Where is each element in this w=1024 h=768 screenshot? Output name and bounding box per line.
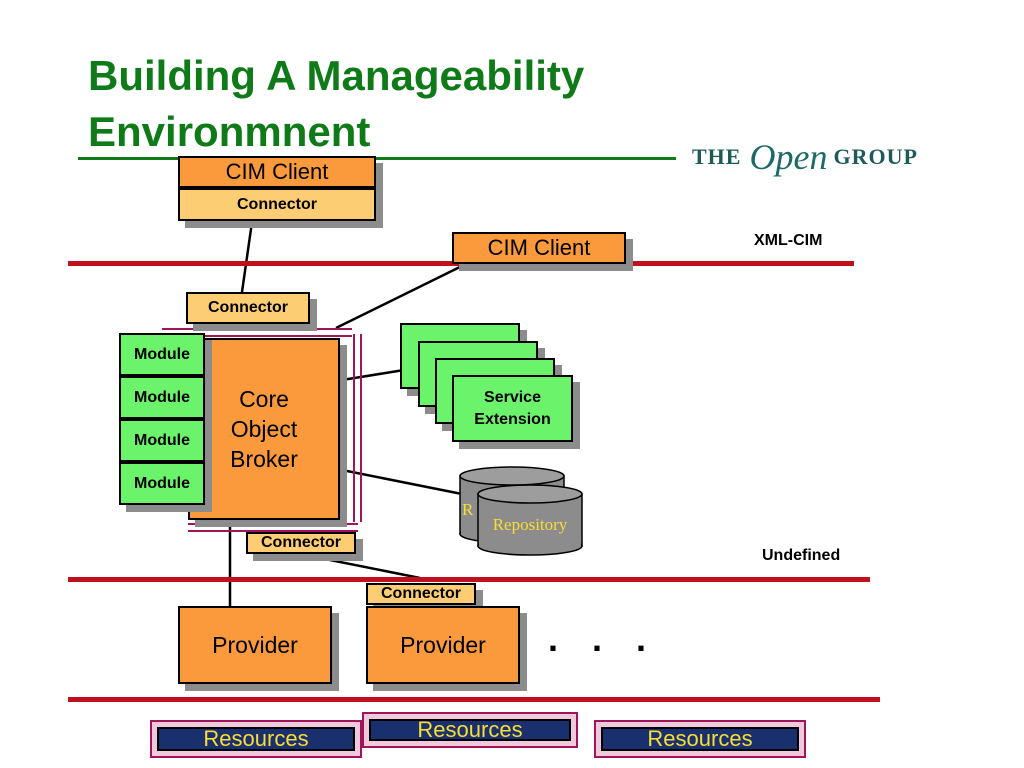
service-extension-line-2: Extension [474,410,551,428]
edge-right-client-to-broker [335,260,471,330]
cim-client-top[interactable]: CIM Client [178,156,376,188]
provider-1[interactable]: Provider [178,606,332,684]
broker-connector-bottom[interactable]: Connector [246,532,356,554]
broker-connector-top[interactable]: Connector [186,292,310,324]
logo-group: GROUP [833,144,918,169]
cim-client-top-label: CIM Client [225,159,329,184]
provider-1-label: Provider [212,631,298,658]
undefined-label: Undefined [762,547,841,564]
open-group-logo: THE Open GROUP [692,132,952,182]
provider-connector[interactable]: Connector [366,583,476,605]
xml-cim-label: XML-CIM [754,232,823,249]
cim-client-top-connector[interactable]: Connector [178,188,376,221]
title-underline [78,157,676,160]
service-extension-line-1: Service [484,388,541,406]
core-object-broker[interactable]: Core Object Broker [188,338,340,520]
repository-label: Repository [492,515,568,534]
module-3-label: Module [134,431,190,449]
module-1-label: Module [134,345,190,363]
cim-client-top-connector-label: Connector [237,195,317,213]
provider-2[interactable]: Provider [366,606,520,684]
ellipsis: . . . [548,618,659,659]
broker-connector-top-label: Connector [208,299,288,316]
module-2-label: Module [134,388,190,406]
resources-2[interactable]: Resources [362,712,578,748]
service-extension[interactable]: Service Extension [452,375,573,442]
undefined-line [68,577,870,582]
edge-client-to-connector [240,221,254,293]
core-line-1: Core [239,386,289,412]
cim-client-right-label: CIM Client [487,235,591,260]
repository-back-label: R [462,500,474,519]
module-2[interactable]: Module [119,376,205,419]
broker-connector-bottom-label: Connector [261,534,341,551]
core-line-2: Object [230,416,298,442]
page-title: Building A Manageability Environmnent [88,52,585,155]
repository-stack [459,466,583,556]
cim-client-right[interactable]: CIM Client [452,232,626,264]
logo-open: Open [749,137,828,177]
resources-3[interactable]: Resources [594,720,806,758]
module-4[interactable]: Module [119,462,205,505]
resources-1[interactable]: Resources [150,720,362,758]
repository-front-cylinder [477,484,583,556]
logo-the: THE [692,144,742,169]
resources-2-label: Resources [369,717,571,742]
edge-connector-to-provider-connector [299,552,421,580]
module-3[interactable]: Module [119,419,205,462]
module-4-label: Module [134,474,190,492]
resources-1-label: Resources [157,726,355,751]
core-line-3: Broker [230,446,298,472]
provider-connector-label: Connector [381,585,461,602]
resources-3-label: Resources [601,726,799,751]
module-1[interactable]: Module [119,333,205,376]
edge-broker-to-service [341,368,405,382]
resources-line [68,697,880,702]
provider-2-label: Provider [400,631,486,658]
